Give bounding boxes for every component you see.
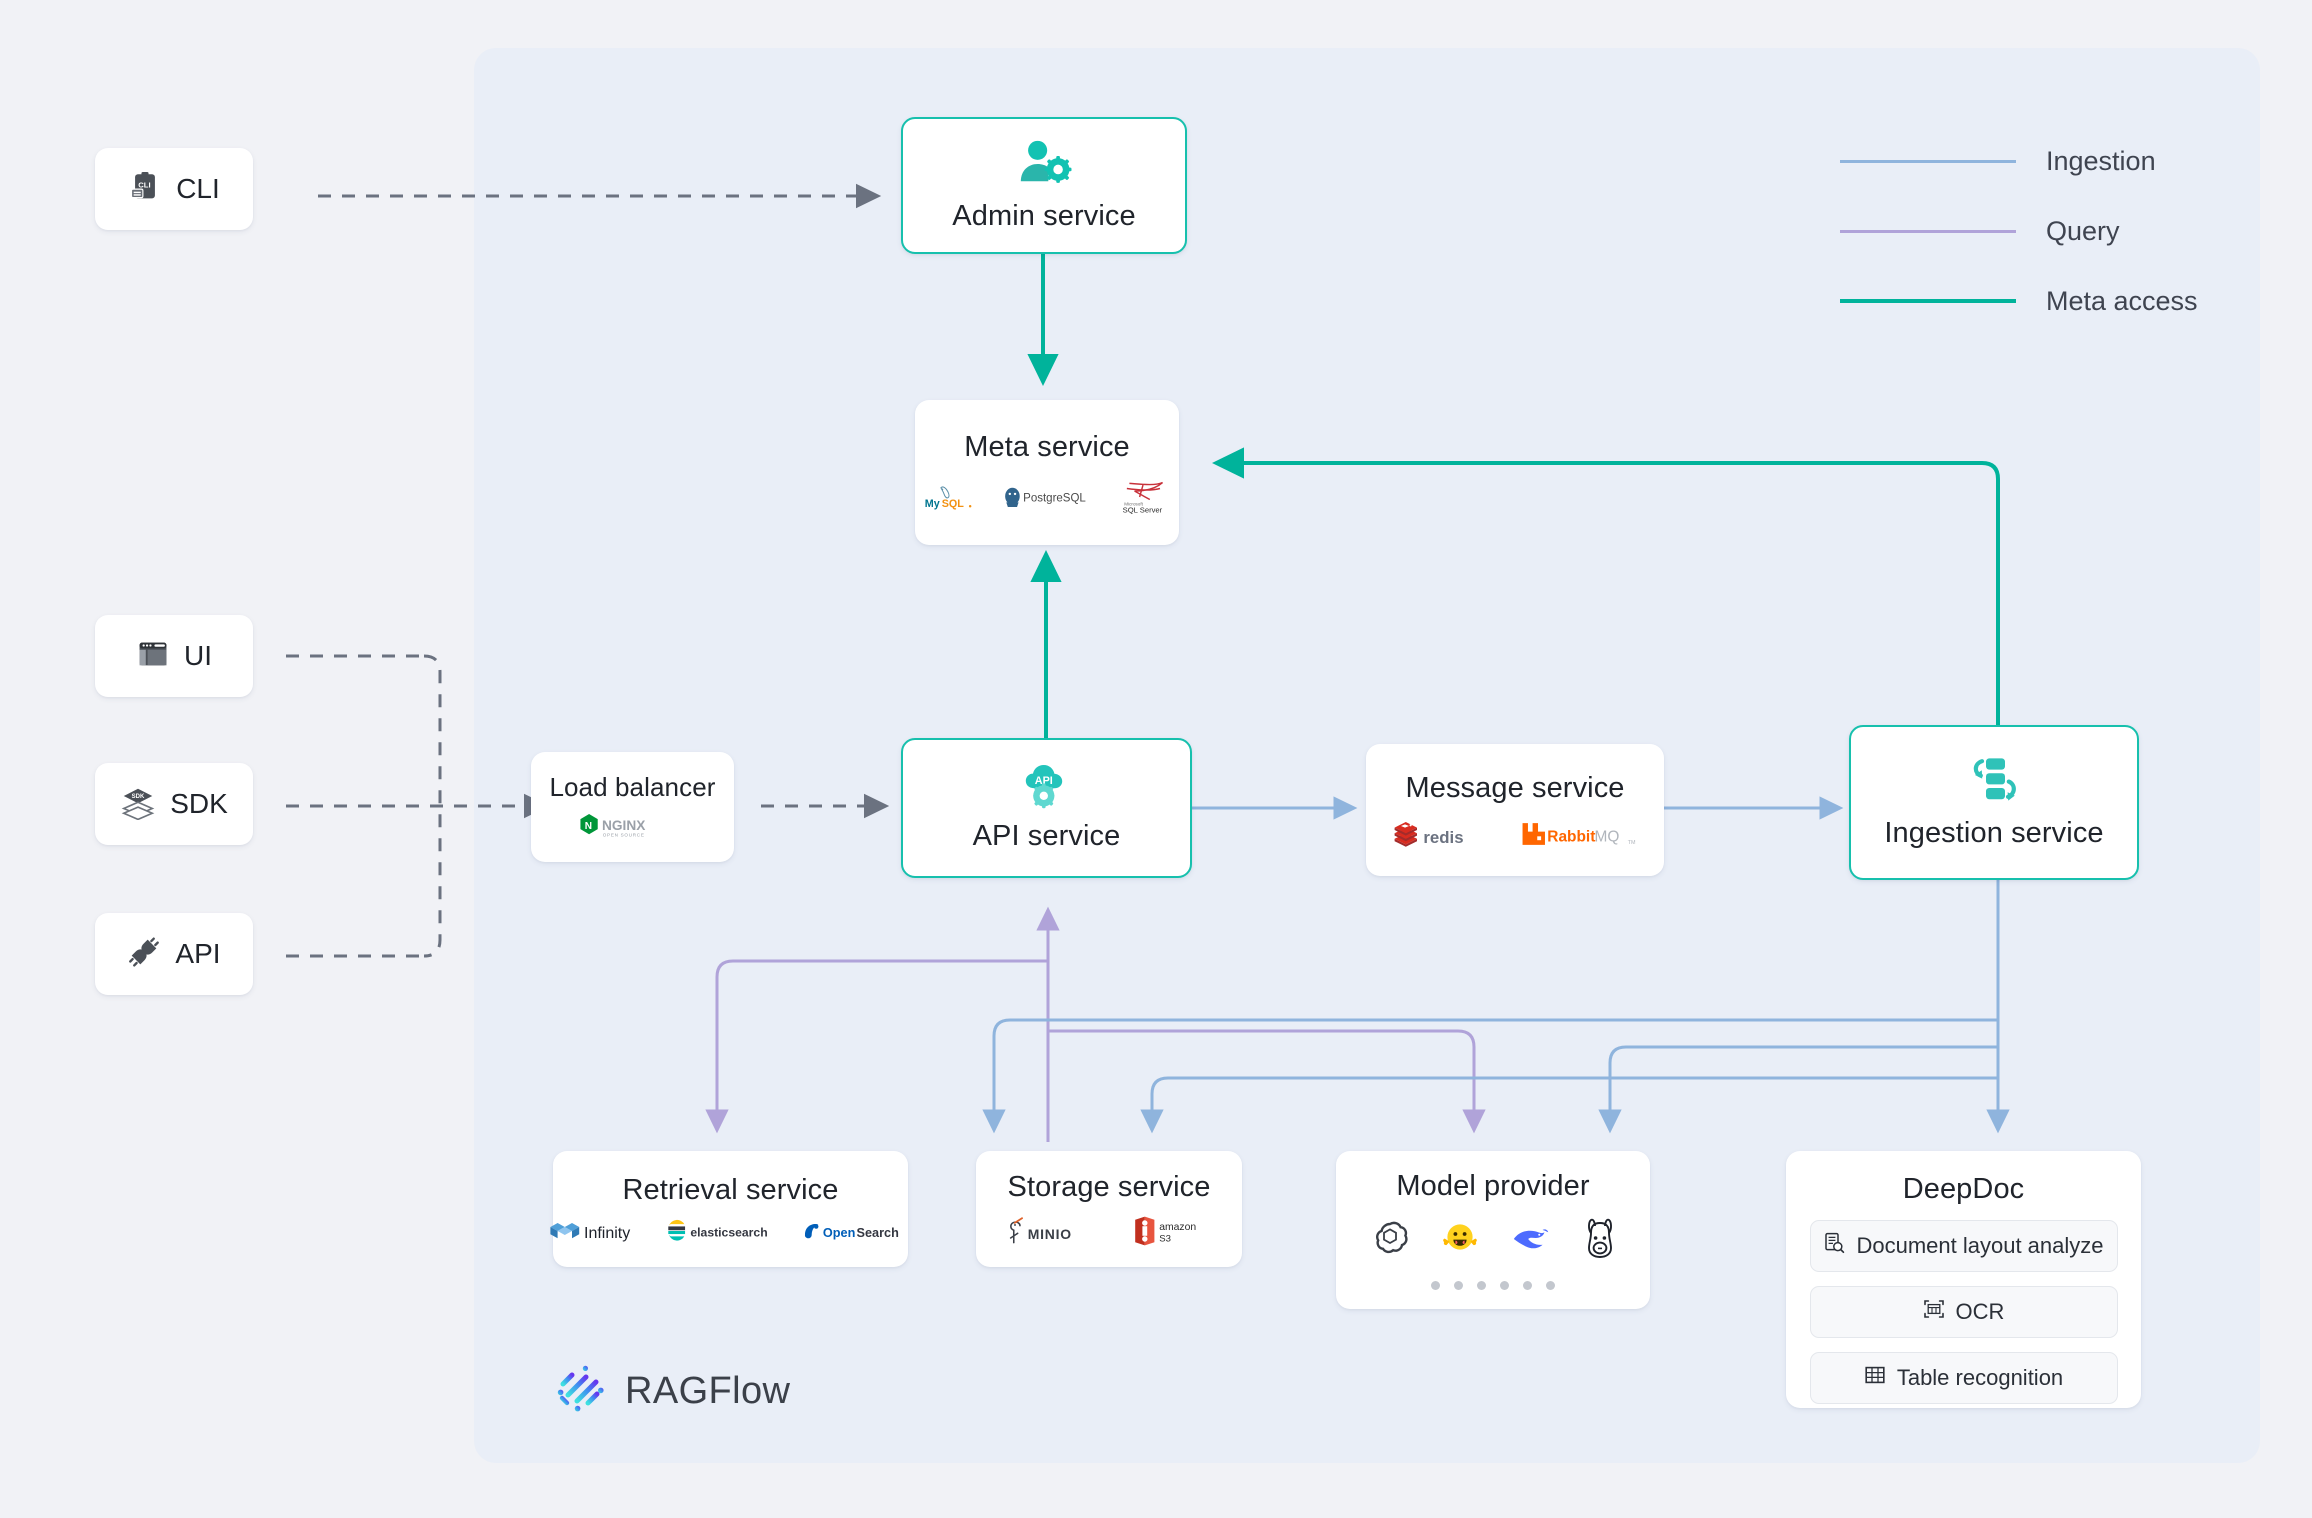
svg-text:Microsoft: Microsoft <box>1124 502 1143 507</box>
node-title-admin-service: Admin service <box>952 199 1136 232</box>
api-cloud-gear-icon: API <box>1021 763 1073 816</box>
svg-text:N: N <box>584 821 591 832</box>
client-label-ui: UI <box>184 640 212 671</box>
svg-text:amazon: amazon <box>1159 1222 1196 1233</box>
svg-text:S3: S3 <box>1159 1233 1171 1244</box>
legend-item-meta-access: Meta access <box>1840 266 2198 336</box>
svg-text:SQL: SQL <box>942 498 965 510</box>
postgresql-logo: PostgreSQL <box>1004 485 1096 509</box>
node-deepdoc[interactable]: DeepDoc Document layout analyze <box>1786 1151 2141 1408</box>
node-title-ingestion-service: Ingestion service <box>1884 816 2104 849</box>
nginx-logo: N NGINX OPEN SOURCE <box>579 812 687 842</box>
svg-text:Rabbit: Rabbit <box>1547 828 1595 845</box>
node-ingestion-service[interactable]: Ingestion service <box>1849 725 2139 880</box>
svg-text:Infinity: Infinity <box>584 1225 630 1242</box>
deepdoc-feature-document-layout-analyze[interactable]: Document layout analyze <box>1809 1220 2118 1272</box>
huggingface-logo <box>1440 1218 1480 1258</box>
node-retrieval-service[interactable]: Retrieval service Infinity <box>549 1151 908 1267</box>
mysql-logo: My SQL <box>924 482 984 512</box>
node-model-provider[interactable]: Model provider <box>1336 1151 1650 1309</box>
svg-text:CLI: CLI <box>138 180 150 189</box>
ollama-logo <box>1584 1217 1616 1259</box>
ingestion-sync-icon <box>1968 756 2020 807</box>
document-scan-icon <box>1823 1232 1845 1260</box>
browser-window-icon <box>136 637 170 676</box>
deepdoc-feature-label-1: OCR <box>1955 1299 2005 1324</box>
legend-label-query: Query <box>2046 215 2120 246</box>
node-title-meta-service: Meta service <box>964 431 1130 463</box>
svg-text:TM: TM <box>1628 840 1636 846</box>
opensearch-logo: Open Search <box>802 1219 914 1243</box>
svg-text:NGINX: NGINX <box>602 818 645 833</box>
brand-label: RAGFlow <box>625 1370 791 1412</box>
node-api-service[interactable]: API API service <box>901 738 1192 878</box>
ocr-frame-icon <box>1923 1298 1945 1326</box>
svg-text:PostgreSQL: PostgreSQL <box>1023 493 1086 505</box>
model-provider-more-dots <box>1431 1281 1555 1290</box>
svg-text:SDK: SDK <box>132 793 145 799</box>
redis-logo: redis <box>1393 819 1497 849</box>
node-title-model-provider: Model provider <box>1396 1170 1590 1202</box>
legend-label-meta-access: Meta access <box>2046 285 2198 316</box>
node-title-storage-service: Storage service <box>1007 1171 1211 1203</box>
infinity-logo: Infinity <box>548 1218 652 1244</box>
api-plug-icon <box>127 935 161 974</box>
svg-text:API: API <box>1034 775 1052 787</box>
user-gear-icon <box>1016 139 1072 194</box>
node-meta-service[interactable]: Meta service My SQL <box>915 400 1179 545</box>
node-load-balancer[interactable]: Load balancer N NGINX OPEN SOURCE <box>531 752 734 862</box>
legend-swatch-query <box>1840 229 2016 233</box>
svg-text:My: My <box>925 498 940 510</box>
client-card-ui[interactable]: UI <box>95 615 253 697</box>
svg-text:Search: Search <box>856 1226 898 1240</box>
node-title-retrieval-service: Retrieval service <box>622 1174 839 1206</box>
amazon-s3-logo: amazon S3 <box>1132 1215 1212 1247</box>
node-title-load-balancer: Load balancer <box>549 772 716 802</box>
cli-clipboard-icon: CLI <box>128 170 162 209</box>
svg-text:redis: redis <box>1423 827 1463 846</box>
deepseek-logo <box>1510 1221 1554 1255</box>
legend-item-ingestion: Ingestion <box>1840 126 2198 196</box>
node-admin-service[interactable]: Admin service <box>901 117 1187 254</box>
deepdoc-feature-label-2: Table recognition <box>1896 1365 2064 1390</box>
elasticsearch-logo: elasticsearch <box>666 1219 788 1243</box>
svg-text:Open: Open <box>822 1226 854 1240</box>
sqlserver-logo: Microsoft SQL Server <box>1116 480 1170 514</box>
table-grid-icon <box>1864 1364 1886 1392</box>
node-title-deepdoc: DeepDoc <box>1902 1173 2025 1205</box>
client-label-cli: CLI <box>176 173 220 204</box>
deepdoc-feature-table-recognition[interactable]: Table recognition <box>1809 1352 2118 1404</box>
svg-text:OPEN SOURCE: OPEN SOURCE <box>602 832 644 837</box>
legend-swatch-ingestion <box>1840 159 2016 163</box>
client-card-sdk[interactable]: SDK SDK <box>95 763 253 845</box>
legend-item-query: Query <box>1840 196 2198 266</box>
rabbitmq-logo: Rabbit MQ TM <box>1521 821 1637 847</box>
node-storage-service[interactable]: Storage service MINIO <box>976 1151 1242 1267</box>
legend-swatch-meta-access <box>1840 299 2016 303</box>
brand-ragflow: RAGFlow <box>556 1363 790 1420</box>
legend-label-ingestion: Ingestion <box>2046 145 2156 176</box>
legend: Ingestion Query Meta access <box>1840 126 2198 336</box>
deepdoc-feature-label-0: Document layout analyze <box>1856 1233 2104 1258</box>
svg-text:MQ: MQ <box>1594 828 1619 845</box>
minio-logo: MINIO <box>1006 1216 1096 1246</box>
svg-text:MINIO: MINIO <box>1028 1226 1072 1242</box>
svg-text:elasticsearch: elasticsearch <box>690 1225 767 1239</box>
node-message-service[interactable]: Message service redis <box>1366 744 1664 876</box>
sdk-layers-icon: SDK <box>120 784 156 825</box>
client-card-api[interactable]: API <box>95 913 253 995</box>
client-label-api: API <box>175 938 221 969</box>
client-card-cli[interactable]: CLI CLI <box>95 148 253 230</box>
deepdoc-feature-ocr[interactable]: OCR <box>1809 1286 2118 1338</box>
node-title-message-service: Message service <box>1405 771 1625 804</box>
svg-text:SQL Server: SQL Server <box>1123 505 1163 514</box>
node-title-api-service: API service <box>972 820 1121 852</box>
ragflow-logo-icon <box>556 1363 608 1420</box>
openai-logo <box>1370 1218 1410 1258</box>
client-label-sdk: SDK <box>170 788 228 819</box>
